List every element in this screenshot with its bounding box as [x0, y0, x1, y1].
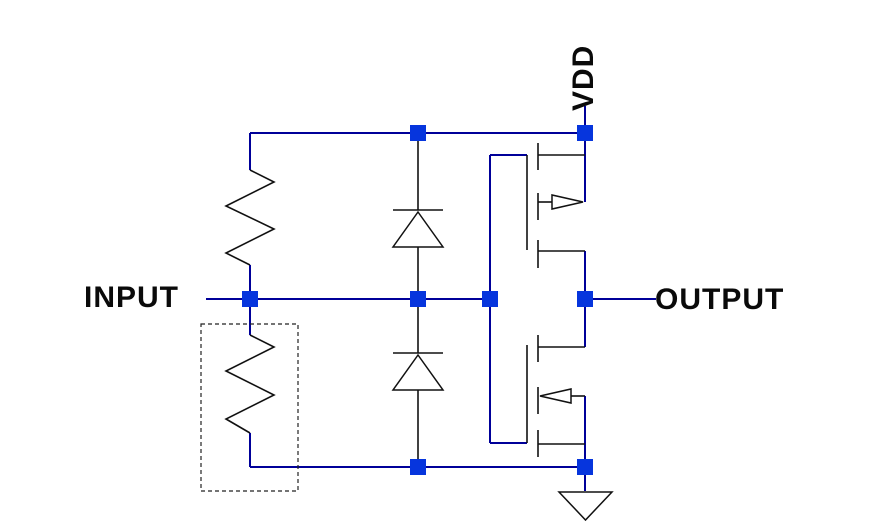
- diode-lower-triangle: [391, 353, 445, 391]
- ground-symbol: [557, 491, 614, 522]
- junction-node-input: [242, 291, 258, 307]
- diode-to-vdd: [391, 133, 445, 299]
- diode-to-ground: [391, 299, 445, 467]
- diode-upper-triangle: [391, 210, 445, 248]
- resistor-bottom: [224, 334, 276, 434]
- dashed-selection-box: [200, 323, 299, 492]
- junction-node-vdd: [577, 125, 593, 141]
- junction-node-ground: [577, 459, 593, 475]
- input-label: INPUT: [84, 281, 179, 314]
- pmos-body-arrow: [551, 194, 584, 210]
- junction-node-top-diode: [410, 125, 426, 141]
- junction-node-gate: [482, 291, 498, 307]
- ground-triangle: [557, 491, 614, 522]
- resistor-top: [224, 169, 276, 266]
- nmos-body-arrow: [539, 388, 572, 404]
- resistor-top-zigzag: [224, 169, 276, 266]
- junction-node-bottom-diode: [410, 459, 426, 475]
- output-label: OUTPUT: [655, 283, 785, 316]
- junction-node-mid-diode: [410, 291, 426, 307]
- vdd-label: VDD: [567, 44, 600, 111]
- nmos-transistor: [526, 335, 585, 457]
- pmos-transistor: [526, 143, 585, 268]
- junction-nodes: [242, 125, 593, 475]
- junction-node-output: [577, 291, 593, 307]
- resistor-bottom-zigzag: [224, 334, 276, 434]
